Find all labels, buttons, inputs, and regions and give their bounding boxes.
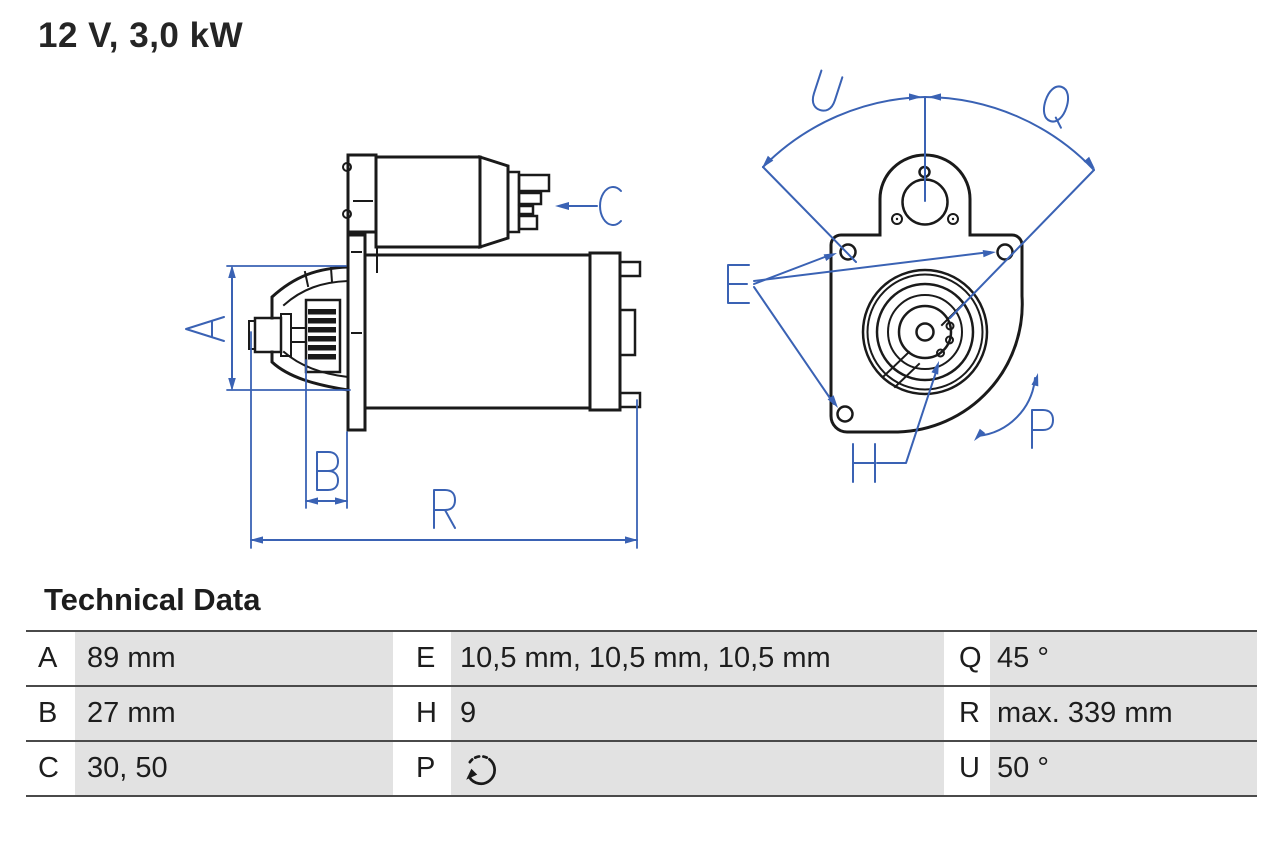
spec-key-a: A xyxy=(26,632,75,685)
bolt-hole xyxy=(839,243,857,261)
solenoid-end-cap xyxy=(346,153,378,234)
drive-end-housing xyxy=(248,265,350,392)
dim-label-a-icon xyxy=(185,316,225,342)
table-row: B 27 mm H 9 R max. 339 mm xyxy=(26,685,1257,740)
spec-value-u: 50 ° xyxy=(990,742,1257,795)
spec-value-b: 27 mm xyxy=(75,687,393,740)
front-view-dimensions xyxy=(727,69,1095,483)
spec-key-u: U xyxy=(944,742,990,795)
solenoid-terminal xyxy=(517,204,535,216)
technical-drawing xyxy=(185,69,1095,549)
spec-value-h: 9 xyxy=(451,687,944,740)
spec-value-p xyxy=(451,742,944,795)
bolt-hole xyxy=(836,405,854,423)
spec-value-a: 89 mm xyxy=(75,632,393,685)
solenoid-terminal xyxy=(517,173,551,193)
dim-label-r-icon xyxy=(433,489,456,529)
table-heading: Technical Data xyxy=(44,582,261,617)
front-view-arrowheads xyxy=(762,93,1095,441)
dim-label-q-icon xyxy=(1042,85,1070,129)
spec-key-h: H xyxy=(393,687,451,740)
technical-data-table: A 89 mm E 10,5 mm, 10,5 mm, 10,5 mm Q 45… xyxy=(26,630,1257,797)
spec-value-r: max. 339 mm xyxy=(990,687,1257,740)
spec-key-r: R xyxy=(944,687,990,740)
motor-body xyxy=(363,253,592,410)
table-row: A 89 mm E 10,5 mm, 10,5 mm, 10,5 mm Q 45… xyxy=(26,630,1257,685)
spec-key-b: B xyxy=(26,687,75,740)
bolt-hole xyxy=(996,243,1014,261)
solenoid-terminal xyxy=(517,214,539,231)
side-view-dimensions xyxy=(185,186,638,549)
front-view-drawing xyxy=(829,153,1024,434)
solenoid-body xyxy=(374,155,482,249)
dim-label-u-icon xyxy=(811,69,844,112)
page-title: 12 V, 3,0 kW xyxy=(38,16,244,55)
dim-label-c-icon xyxy=(599,186,622,226)
spec-key-q: Q xyxy=(944,632,990,685)
dim-label-h-icon xyxy=(852,443,876,483)
spec-key-e: E xyxy=(393,632,451,685)
dim-label-e-icon xyxy=(727,264,750,304)
rotation-clockwise-icon xyxy=(466,754,496,785)
dim-label-p-icon xyxy=(1031,409,1054,449)
shaft-gear xyxy=(897,304,953,360)
side-view-drawing xyxy=(248,153,642,432)
rear-cap xyxy=(588,251,622,412)
side-view-arrowheads xyxy=(228,202,638,544)
dim-label-b-icon xyxy=(316,451,339,491)
spec-key-p: P xyxy=(393,742,451,795)
spec-value-e: 10,5 mm, 10,5 mm, 10,5 mm xyxy=(451,632,944,685)
solenoid-terminal xyxy=(517,191,543,206)
spec-value-q: 45 ° xyxy=(990,632,1257,685)
front-flange xyxy=(829,233,1024,434)
spec-key-c: C xyxy=(26,742,75,795)
table-row: C 30, 50 P U 50 ° xyxy=(26,740,1257,797)
spec-value-c: 30, 50 xyxy=(75,742,393,795)
